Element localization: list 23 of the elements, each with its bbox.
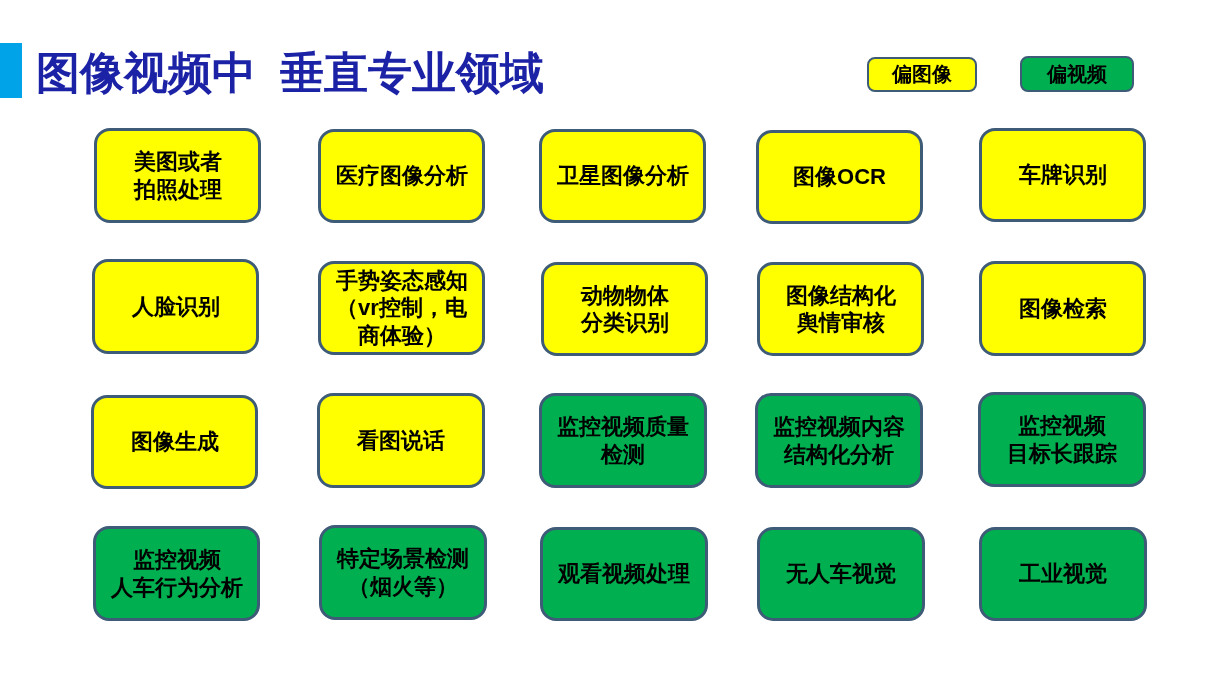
topic-box: 监控视频目标长跟踪 <box>978 392 1146 487</box>
topic-box: 无人车视觉 <box>757 527 925 621</box>
topic-box: 医疗图像分析 <box>318 129 485 223</box>
topic-box: 观看视频处理 <box>540 527 708 621</box>
topic-box: 人脸识别 <box>92 259 259 354</box>
topic-box: 图像生成 <box>91 395 258 489</box>
legend-label: 偏图像 <box>892 62 952 87</box>
topic-box: 图像检索 <box>979 261 1146 356</box>
topic-box: 监控视频人车行为分析 <box>93 526 260 621</box>
topic-box: 手势姿态感知（vr控制，电商体验） <box>318 261 485 355</box>
topic-box: 卫星图像分析 <box>539 129 706 223</box>
topic-box: 特定场景检测（烟火等） <box>319 525 487 620</box>
topic-box: 车牌识别 <box>979 128 1146 222</box>
topic-box: 监控视频内容结构化分析 <box>755 393 923 488</box>
topic-box: 美图或者拍照处理 <box>94 128 261 223</box>
topic-box: 工业视觉 <box>979 527 1147 621</box>
topic-box: 图像OCR <box>756 130 923 224</box>
legend-label: 偏视频 <box>1047 61 1107 87</box>
topic-box: 看图说话 <box>317 393 485 488</box>
topic-box: 图像结构化舆情审核 <box>757 262 924 356</box>
topic-box: 动物物体分类识别 <box>541 262 708 356</box>
topic-box: 监控视频质量检测 <box>539 393 707 488</box>
slide-title: 图像视频中 垂直专业领域 <box>36 47 545 99</box>
